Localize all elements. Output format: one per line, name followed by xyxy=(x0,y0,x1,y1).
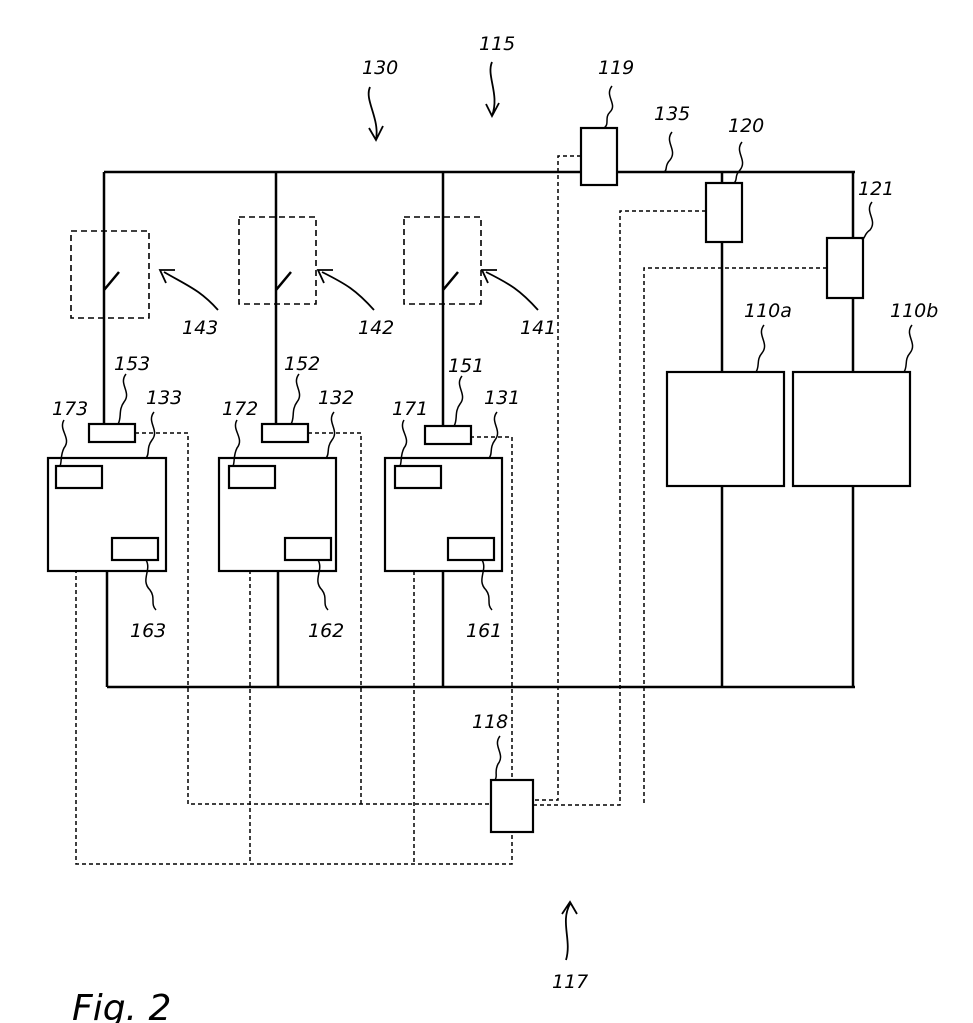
source-box-110b xyxy=(793,372,910,486)
leader-118 xyxy=(495,736,501,780)
leader-110b xyxy=(904,325,913,372)
arrow-141 xyxy=(482,270,538,310)
sensor-151 xyxy=(425,426,471,444)
label-120: 120 xyxy=(728,115,764,137)
label-152: 152 xyxy=(284,353,320,375)
switch-enclosure-143 xyxy=(71,231,149,318)
label-110a: 110a xyxy=(744,300,792,322)
branch-middle-upper xyxy=(276,172,291,424)
label-171: 171 xyxy=(392,398,428,420)
switch-enclosure-142 xyxy=(239,217,316,304)
label-142: 142 xyxy=(358,317,394,339)
control-line-120 xyxy=(533,211,706,805)
leader-132 xyxy=(326,412,335,458)
sensor-153 xyxy=(89,424,135,442)
sensor-152 xyxy=(262,424,308,442)
branch-left-upper xyxy=(104,172,119,424)
module-173 xyxy=(56,466,102,488)
label-143: 143 xyxy=(182,317,218,339)
control-line-163 xyxy=(76,549,512,864)
leader-121 xyxy=(862,202,873,240)
label-172: 172 xyxy=(222,398,258,420)
control-line-121 xyxy=(644,268,827,805)
module-163 xyxy=(112,538,158,560)
leader-110a xyxy=(756,325,765,372)
label-161: 161 xyxy=(466,620,502,642)
arrow-117 xyxy=(562,902,577,960)
label-132: 132 xyxy=(318,387,354,409)
label-133: 133 xyxy=(146,387,182,409)
label-162: 162 xyxy=(308,620,344,642)
arrow-142 xyxy=(318,270,374,310)
controller-118 xyxy=(491,780,533,832)
module-162 xyxy=(285,538,331,560)
arrow-130 xyxy=(369,87,383,140)
label-121: 121 xyxy=(858,178,894,200)
leader-133 xyxy=(146,412,155,458)
module-171 xyxy=(395,466,441,488)
label-118: 118 xyxy=(472,711,508,733)
control-line-162 xyxy=(250,549,285,864)
leader-151 xyxy=(454,376,463,426)
sensor-120 xyxy=(706,183,742,242)
label-135: 135 xyxy=(654,103,690,125)
label-110b: 110b xyxy=(890,300,938,322)
control-line-119 xyxy=(533,156,581,800)
leader-153 xyxy=(118,374,127,424)
label-130: 130 xyxy=(362,57,398,79)
label-117: 117 xyxy=(552,971,588,993)
leader-120 xyxy=(734,142,743,183)
label-163: 163 xyxy=(130,620,166,642)
leader-119 xyxy=(604,86,613,128)
label-119: 119 xyxy=(598,57,634,79)
label-115: 115 xyxy=(479,33,515,55)
branch-right-upper xyxy=(443,172,458,426)
arrow-143 xyxy=(160,270,218,310)
source-box-110a xyxy=(667,372,784,486)
arrow-115 xyxy=(486,62,499,116)
leader-131 xyxy=(489,412,498,458)
module-172 xyxy=(229,466,275,488)
leader-152 xyxy=(291,374,300,424)
leader-135 xyxy=(664,132,673,172)
figure-caption: Fig. 2 xyxy=(72,988,171,1023)
sensor-121 xyxy=(827,238,863,298)
module-161 xyxy=(448,538,494,560)
label-153: 153 xyxy=(114,353,150,375)
label-151: 151 xyxy=(448,355,484,377)
label-141: 141 xyxy=(520,317,556,339)
label-173: 173 xyxy=(52,398,88,420)
label-131: 131 xyxy=(484,387,520,409)
sensor-119 xyxy=(581,128,617,185)
